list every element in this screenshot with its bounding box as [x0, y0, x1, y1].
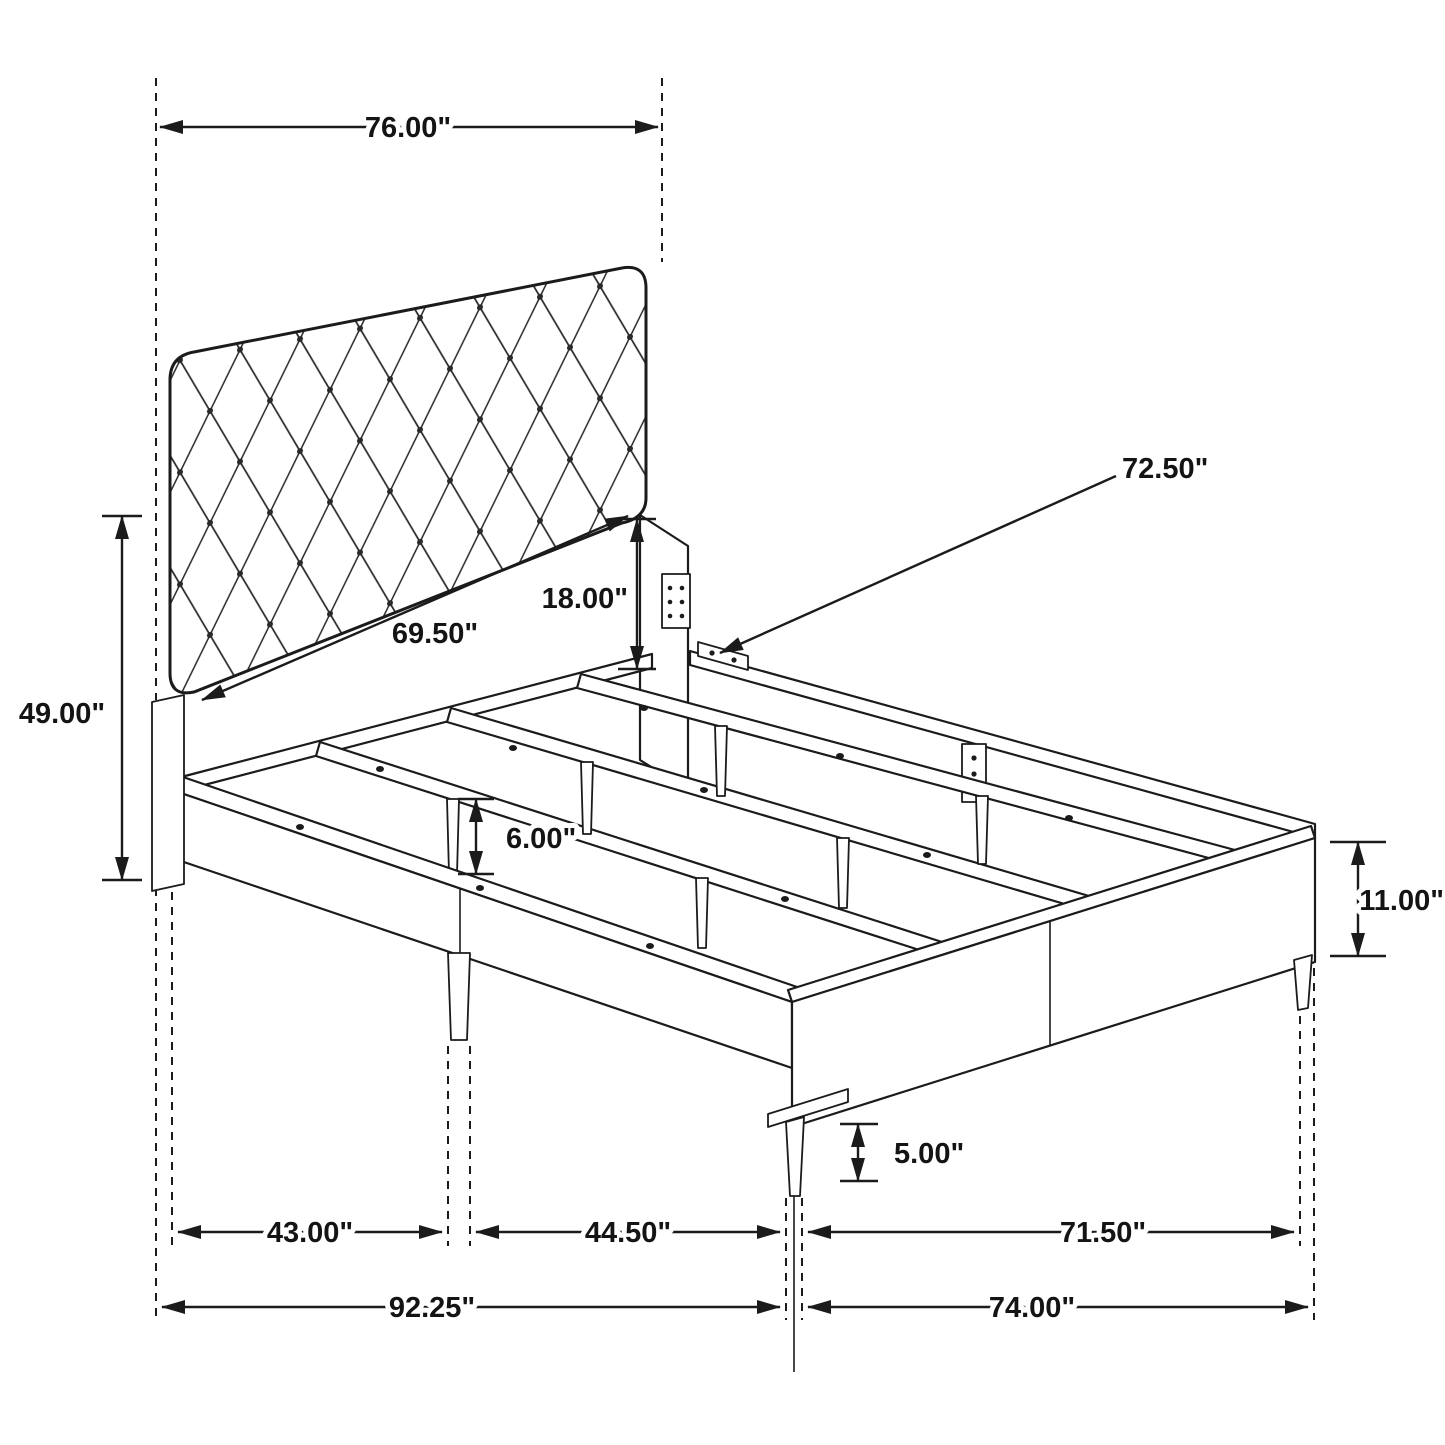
dim-overall-width: 74.00": [807, 1287, 1309, 1329]
front-corner-leg: [767, 1088, 849, 1197]
dim-label-panel-height: 18.00": [542, 583, 628, 615]
footboard: [786, 824, 1317, 1129]
dim-label-support-leg-height: 6.00": [506, 823, 576, 855]
support-leg: [714, 725, 728, 797]
post-bracket: [661, 573, 691, 629]
dim-label-span-middle: 44.50": [585, 1217, 671, 1249]
dim-label-front-leg-height: 5.00": [894, 1138, 964, 1170]
dim-span-left: 43.00": [177, 1212, 443, 1254]
dim-label-overall-length: 92.25": [389, 1292, 475, 1324]
dim-label-headboard-width: 76.00": [365, 112, 451, 144]
dim-label-span-right: 71.50": [1060, 1217, 1146, 1249]
dim-panel-width: 69.50": [201, 514, 629, 702]
dim-front-leg-height: 5.00": [840, 1122, 969, 1183]
support-leg: [446, 798, 460, 875]
dim-label-overall-width: 74.00": [989, 1292, 1075, 1324]
dim-label-base-rail-height: 11.00": [1359, 885, 1444, 917]
bed-frame-drawing: [151, 265, 1317, 1197]
dim-label-panel-width: 69.50": [392, 618, 478, 650]
dim-span-right: 71.50": [807, 1212, 1295, 1254]
dim-label-headboard-height: 49.00": [19, 698, 105, 730]
support-leg: [975, 795, 989, 865]
dim-overall-length: 92.25": [161, 1287, 781, 1329]
extension-lines: [155, 78, 1315, 1372]
support-leg: [836, 837, 850, 909]
dimension-annotations: 76.00" 49.00" 18.00" 69.50" 72.50" 6.00": [14, 107, 1445, 1329]
support-leg: [580, 761, 594, 835]
dim-support-leg-height: 6.00": [458, 797, 581, 876]
dim-span-middle: 44.50": [475, 1212, 781, 1254]
support-leg: [695, 877, 709, 949]
dim-label-span-left: 43.00": [267, 1217, 353, 1249]
dim-headboard-height: 49.00": [14, 514, 142, 882]
slat-rail-right: [575, 672, 1237, 866]
headboard-left-leg: [151, 694, 185, 892]
dim-base-rail-height: 11.00": [1330, 840, 1445, 958]
dim-headboard-width: 76.00": [159, 107, 659, 149]
footboard-front-face: [790, 836, 1317, 1129]
right-corner-leg: [1293, 954, 1313, 1011]
mid-leg: [447, 952, 471, 1041]
dim-side-rail-length: 72.50": [719, 448, 1213, 655]
dim-label-side-rail-length: 72.50": [1122, 453, 1208, 485]
headboard-right-post: [638, 513, 690, 792]
